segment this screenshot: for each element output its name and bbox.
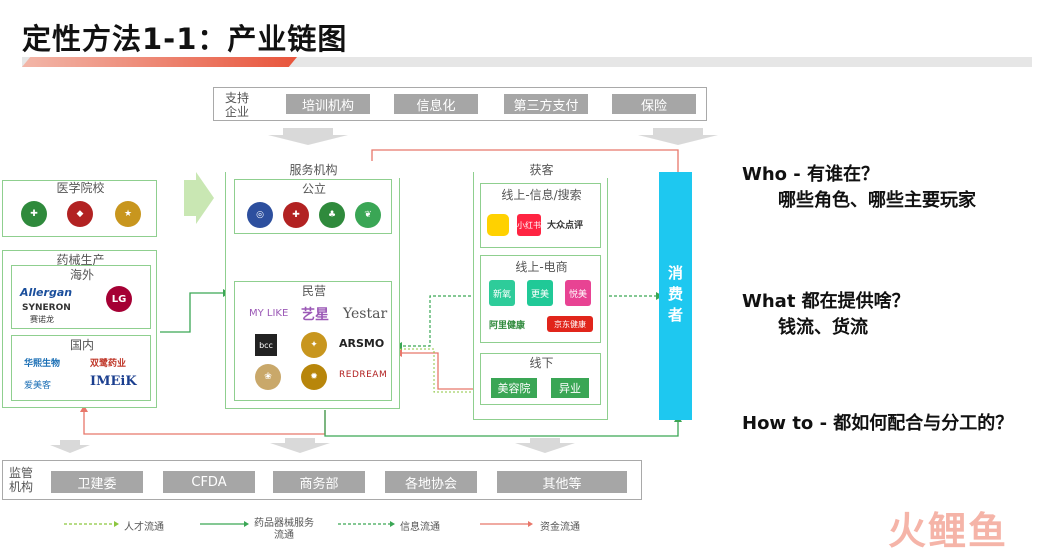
legend-label-money: 资金流通	[540, 522, 580, 533]
question-what: What 都在提供啥？	[742, 291, 910, 312]
logo-meituan	[487, 214, 509, 236]
support-down-arrow-left	[268, 128, 348, 145]
medical-schools-label: 医学院校	[56, 181, 105, 195]
public-logo-1: ◎	[247, 202, 273, 228]
private-panel: 民营 MY LIKE 艺星 Yestar bcc ✦ ARSMO ❀ ✹ RED…	[234, 281, 392, 401]
medical-schools-panel: 医学院校 ✚ ◆ ★	[2, 180, 157, 237]
public-logo-4: ❦	[355, 202, 381, 228]
logo-mylike: MY LIKE	[249, 308, 289, 319]
info-flow-ecom-to-service	[400, 295, 486, 347]
info-flow-service-offline	[400, 348, 480, 393]
logo-bcc: bcc	[255, 334, 277, 356]
logo-bird: ✦	[301, 332, 327, 358]
regulator-mofcom: 商务部	[273, 471, 365, 493]
online-ecom-panel: 线上-电商 新氧 更美 悦美 阿里健康 京东健康	[480, 255, 601, 343]
regulator-up-arrow-1	[50, 440, 90, 453]
public-panel: 公立 ◎ ✚ ♣ ❦	[234, 179, 392, 234]
regulator-nhc: 卫建委	[51, 471, 143, 493]
question-how: How to - 都如何配合与分工的？	[742, 413, 1014, 434]
online-info-panel: 线上-信息/搜索 小红书 大众点评	[480, 183, 601, 248]
acquire-panel: 获客 线上-信息/搜索 小红书 大众点评 线上-电商 新氧 更美 悦美 阿里健康…	[473, 161, 609, 420]
legend-lines	[64, 521, 533, 527]
logo-shuanglu: 双鹭药业	[90, 359, 127, 369]
public-logo-2: ✚	[283, 202, 309, 228]
logo-redream: REDREAM	[339, 370, 388, 380]
regulator-up-arrow-2	[270, 438, 330, 453]
logo-xiaohongshu: 小红书	[517, 214, 541, 236]
consumer-label: 消费者	[666, 264, 684, 328]
money-flow-service-to-producer	[83, 410, 326, 435]
regulator-others: 其他等	[497, 471, 627, 493]
overseas-label: 海外	[69, 268, 94, 282]
support-label: 支持企业	[224, 91, 249, 119]
school-logo-3: ★	[115, 201, 141, 227]
support-item-it: 信息化	[394, 94, 478, 114]
regulator-cfda: CFDA	[163, 471, 255, 493]
service-panel: 服务机构 公立 ◎ ✚ ♣ ❦ 民营 MY LIKE 艺星 Yestar bcc…	[225, 161, 401, 409]
domestic-panel: 国内 华熙生物 双鹭药业 爱美客 IMEiK	[11, 335, 151, 401]
school-logo-1: ✚	[21, 201, 47, 227]
support-item-training: 培训机构	[286, 94, 370, 114]
offline-label: 线下	[529, 356, 554, 370]
device-production-panel: 药械生产 海外 Allergan SYNERON 赛诺龙 LG 国内 华熙生物 …	[2, 250, 157, 408]
support-item-payment: 第三方支付	[504, 94, 588, 114]
online-info-label: 线上-信息/搜索	[501, 188, 582, 202]
logo-bloomage: 华熙生物	[24, 359, 61, 369]
logo-private-8: ✹	[301, 364, 327, 390]
device-production-label: 药械生产	[56, 253, 105, 267]
logo-imeik: IMEiK	[90, 374, 137, 389]
logo-jdhealth: 京东健康	[547, 316, 593, 332]
logo-yestar: Yestar	[343, 306, 388, 322]
offline-beauty-salon: 美容院	[491, 378, 537, 398]
public-logo-3: ♣	[319, 202, 345, 228]
question-who-sub: 哪些角色、哪些主要玩家	[778, 190, 976, 211]
legend-label-info: 信息流通	[400, 522, 440, 533]
regulator-associations: 各地协会	[385, 471, 477, 493]
logo-private-7: ❀	[255, 364, 281, 390]
service-label: 服务机构	[226, 161, 401, 178]
acquire-label: 获客	[474, 161, 609, 178]
overseas-panel: 海外 Allergan SYNERON 赛诺龙 LG	[11, 265, 151, 329]
regulators-panel: 监管机构 卫建委 CFDA 商务部 各地协会 其他等	[2, 460, 642, 500]
offline-cross-industry: 异业	[551, 378, 589, 398]
logo-alihealth: 阿里健康	[489, 321, 526, 331]
domestic-label: 国内	[69, 338, 94, 352]
support-item-insurance: 保险	[612, 94, 696, 114]
private-label: 民营	[301, 284, 326, 298]
school-to-service-arrow	[184, 172, 214, 224]
legend-label-talent: 人才流通	[124, 522, 164, 533]
logo-lg: LG	[106, 286, 132, 312]
title-underline	[22, 57, 1032, 67]
logo-syneron: SYNERON	[22, 303, 71, 313]
logo-arsmo: ARSMO	[339, 337, 385, 350]
goods-flow-producer-to-service	[160, 292, 225, 333]
logo-aimeike: 爱美客	[24, 381, 52, 391]
consumer-bar: 消费者	[659, 172, 692, 420]
logo-gengmei: 更美	[527, 280, 553, 306]
logo-allergan: Allergan	[20, 286, 73, 299]
logo-soyoung: 新氧	[489, 280, 515, 306]
title-underline-accent	[22, 57, 297, 67]
watermark-logo: 火鲤鱼	[888, 509, 1009, 551]
logo-yixing: 艺星	[301, 307, 329, 323]
question-who: Who - 有谁在？	[742, 164, 880, 185]
online-ecom-label: 线上-电商	[515, 260, 568, 274]
logo-dianping: 大众点评	[547, 221, 584, 231]
regulator-up-arrow-3	[515, 438, 575, 453]
logo-yuemei: 悦美	[565, 280, 591, 306]
support-panel: 支持企业 培训机构 信息化 第三方支付 保险	[213, 87, 707, 121]
offline-panel: 线下 美容院 异业	[480, 353, 601, 405]
regulators-label: 监管机构	[9, 466, 34, 494]
logo-syneron-cn: 赛诺龙	[30, 315, 54, 324]
school-logo-2: ◆	[67, 201, 93, 227]
public-label: 公立	[301, 182, 326, 196]
support-down-arrow-right	[638, 128, 718, 145]
money-flow-offline-to-service	[400, 352, 486, 390]
question-what-sub: 钱流、货流	[778, 317, 868, 338]
legend-label-goods: 药品器械服务流通	[254, 518, 314, 541]
goods-flow-service-to-consumer	[324, 410, 679, 437]
page-title: 定性方法1-1：产业链图	[22, 22, 348, 56]
